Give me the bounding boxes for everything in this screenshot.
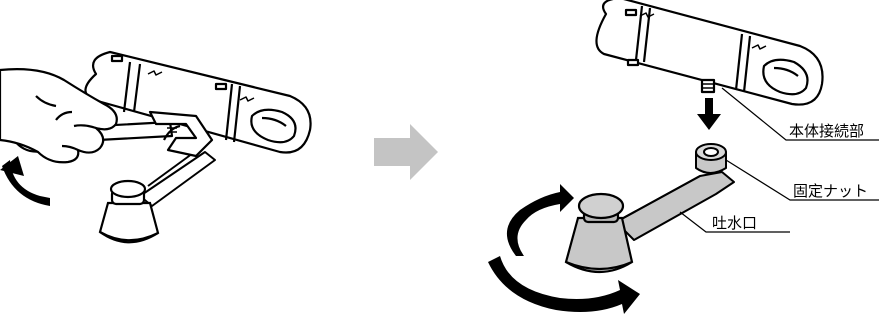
right-step-illustration: 本体接続部 固定ナット 吐水口	[488, 0, 879, 314]
fixing-nut-label: 固定ナット	[793, 182, 868, 200]
spout-label: 吐水口	[712, 214, 757, 232]
body-connection-label: 本体接続部	[789, 122, 864, 140]
left-step-illustration	[0, 52, 311, 242]
right-spout-cone	[566, 194, 632, 272]
left-spout-arm	[140, 148, 215, 206]
right-faucet-body	[596, 0, 822, 105]
down-arrow-icon	[697, 98, 721, 130]
right-arrow-icon	[374, 124, 438, 180]
counterclockwise-arrow-icon	[0, 156, 50, 206]
